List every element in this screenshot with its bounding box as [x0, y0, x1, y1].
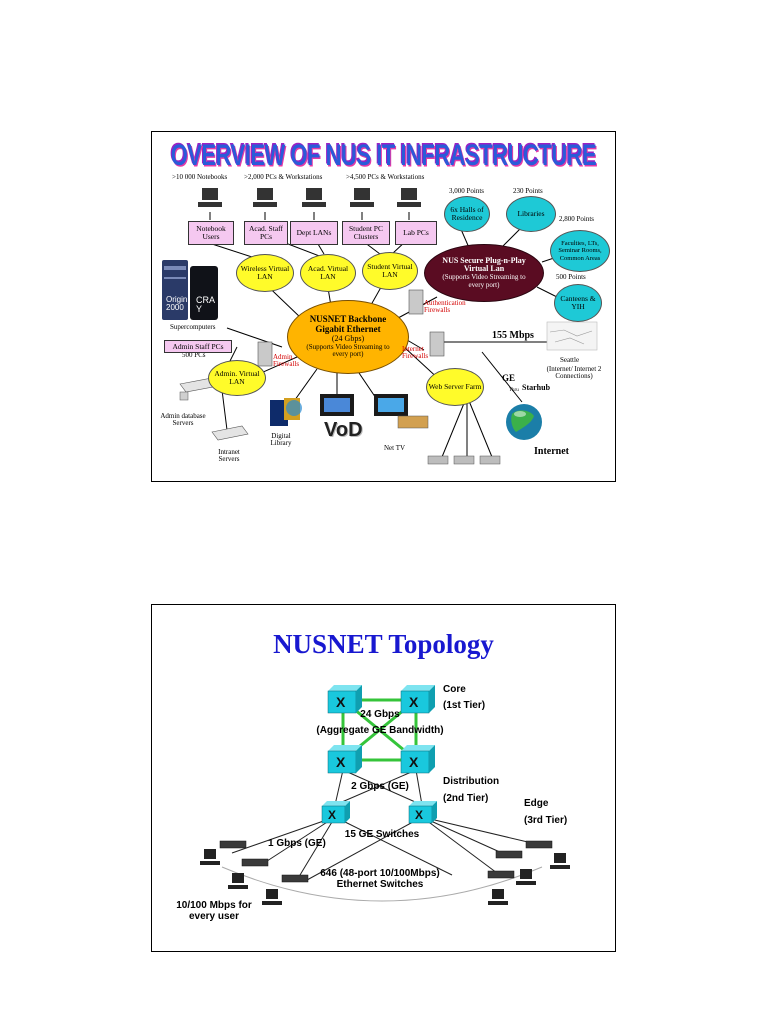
internet2-label: (Internet/ Internet 2 Connections): [546, 365, 602, 380]
box-student-pc-clusters: Student PC Clusters: [342, 221, 390, 245]
aggregate-speed: 24 Gbps: [360, 709, 400, 720]
cray-label: CRA Y: [196, 295, 215, 315]
switch-cubes: X X X X X X: [321, 685, 437, 824]
point-libraries: Libraries: [506, 196, 556, 232]
edge-label: Edge: [524, 798, 549, 809]
point-canteens: Canteens & YIH: [554, 284, 602, 322]
admin-db-label: Admin database Servers: [160, 412, 206, 428]
thru-label: Thru: [509, 388, 519, 393]
svg-text:X: X: [336, 694, 346, 710]
secure-lan-note: (Supports Video Streaming to every port): [442, 273, 526, 289]
aggregate-note: (Aggregate GE Bandwidth): [316, 725, 444, 736]
web-server-farm: Web Server Farm: [426, 368, 484, 406]
count-pcs-2000: >2,000 PCs & Workstations: [244, 173, 323, 181]
box-lab-pcs: Lab PCs: [395, 221, 437, 245]
supercomputers-label: Supercomputers: [170, 323, 216, 331]
overview-connections: [162, 188, 598, 465]
box-dept-lans: Dept LANs: [290, 221, 338, 245]
ethernet-switches: 646 (48-port 10/100Mbps) Ethernet Switch…: [320, 868, 440, 890]
distribution-tier: (2nd Tier): [443, 793, 489, 804]
distribution-label: Distribution: [443, 776, 500, 787]
box-acad-staff-pcs: Acad. Staff PCs: [244, 221, 288, 245]
origin-label: Origin 2000: [166, 295, 188, 313]
vlan-wireless: Wireless Virtual LAN: [236, 254, 294, 292]
point-faculties: Faculties, LTs, Seminar Rooms, Common Ar…: [550, 230, 610, 272]
intranet-label: Intranet Servers: [218, 448, 240, 464]
point-halls: 6x Halls of Residence: [444, 196, 490, 232]
edge-speed: 1 Gbps (GE): [268, 838, 326, 849]
box-admin-staff-pcs: Admin Staff PCs: [164, 340, 232, 353]
count-notebooks: >10 000 Notebooks: [172, 173, 228, 181]
count-points-3000: 3,000 Points: [449, 187, 485, 195]
svg-text:X: X: [415, 808, 423, 822]
secure-lan: NUS Secure Plug-n-Play Virtual Lan (Supp…: [424, 244, 544, 302]
topology-slide: X X X X X X NUSNET Topology Core (1st Ti: [151, 604, 616, 952]
svg-text:X: X: [409, 754, 419, 770]
backbone-speed: (24 Gbps): [331, 333, 365, 343]
seattle-label: Seattle: [560, 356, 580, 364]
vlan-admin: Admin. Virtual LAN: [208, 360, 266, 396]
digital-library-label: Digital Library: [270, 432, 292, 448]
nusnet-backbone: NUSNET Backbone Gigabit Ethernet (24 Gbp…: [287, 300, 409, 374]
topology-title: NUSNET Topology: [273, 629, 494, 659]
svg-text:X: X: [328, 808, 336, 822]
box-notebook-users: Notebook Users: [188, 221, 234, 245]
edge-tier: (3rd Tier): [524, 815, 568, 826]
mbps-155-label: 155 Mbps: [492, 330, 534, 341]
net-tv-label: Net TV: [384, 444, 406, 452]
starhub-label: Starhub: [522, 383, 551, 392]
vlan-acad: Acad. Virtual LAN: [300, 254, 356, 292]
internet-firewalls: Internet Firewalls: [402, 345, 429, 361]
dist-speed: 2 Gbps (GE): [351, 781, 409, 792]
topology-diagram: X X X X X X: [200, 685, 570, 905]
svg-text:X: X: [336, 754, 346, 770]
ge-switches: 15 GE Switches: [344, 829, 420, 840]
backbone-note: (Supports Video Streaming to every port): [306, 342, 390, 359]
count-points-500: 500 Points: [556, 273, 586, 281]
overview-slide: OVERVIEW OF NUS IT INFRASTRUCTURE >10 00…: [151, 131, 616, 482]
overview-title: OVERVIEW OF NUS IT INFRASTRUCTURE: [170, 138, 597, 172]
core-label: Core: [443, 684, 466, 695]
auth-firewalls: Authentication Firewalls: [424, 299, 466, 315]
vod-label: VoD: [324, 419, 363, 441]
admin-firewalls: Admin. Firewalls: [273, 353, 300, 369]
count-pcs-500: 500 PCs: [182, 351, 206, 359]
count-pcs-4500: >4,500 PCs & Workstations: [346, 173, 425, 181]
secure-lan-title: NUS Secure Plug-n-Play Virtual Lan: [442, 255, 526, 274]
vlan-student: Student Virtual LAN: [362, 252, 418, 290]
user-speed: 10/100 Mbps for every user: [176, 900, 252, 922]
svg-text:X: X: [409, 694, 419, 710]
internet-label: Internet: [534, 446, 569, 457]
count-points-230: 230 Points: [513, 187, 543, 195]
count-points-2800: 2,800 Points: [559, 215, 595, 223]
backbone-title: NUSNET Backbone Gigabit Ethernet: [309, 314, 387, 334]
core-tier: (1st Tier): [443, 700, 486, 711]
ge-label: GE: [502, 373, 516, 383]
